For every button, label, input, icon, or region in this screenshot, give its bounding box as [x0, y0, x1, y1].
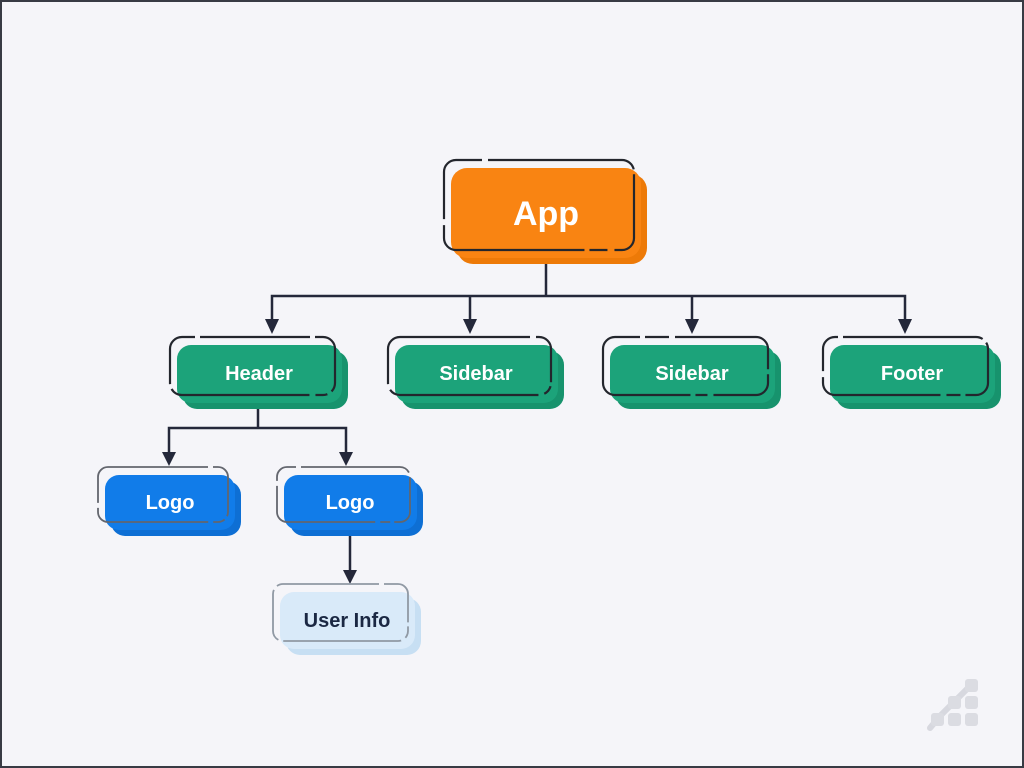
- arrowhead-logo2: [339, 452, 353, 466]
- arrowhead-logo1: [162, 452, 176, 466]
- node-logo-2-fill: [284, 475, 417, 530]
- node-sidebar-1-fill: [395, 345, 558, 403]
- node-logo-1-label: Logo: [146, 492, 195, 514]
- edge-level2-bus: [270, 294, 907, 320]
- node-logo-2-outline: [276, 466, 411, 523]
- node-sidebar-2-label: Sidebar: [655, 363, 729, 385]
- node-user-info-label: User Info: [304, 610, 391, 632]
- node-sidebar-2-outline: [601, 335, 770, 397]
- node-sidebar-1-label: Sidebar: [439, 363, 513, 385]
- node-app: App: [442, 158, 647, 264]
- arrowhead-header: [265, 319, 279, 334]
- node-logo-2-label: Logo: [326, 492, 375, 514]
- edge-level3-bus: [167, 426, 348, 452]
- node-user-info-fill: [280, 592, 415, 649]
- node-app-fill: [451, 168, 641, 258]
- node-sidebar-1-outline: [386, 335, 553, 397]
- node-logo-1: Logo: [97, 466, 241, 536]
- node-sidebar-1: Sidebar: [386, 335, 564, 409]
- node-sidebar-2-fill: [610, 345, 775, 403]
- node-footer: Footer: [821, 335, 1001, 409]
- node-header: Header: [168, 335, 348, 409]
- arrowhead-group: [162, 319, 912, 584]
- node-footer-label: Footer: [881, 363, 943, 385]
- arrowhead-footer: [898, 319, 912, 334]
- arrowhead-userinfo: [343, 570, 357, 584]
- node-logo-1-fill: [105, 475, 235, 530]
- edge-group: [167, 258, 907, 571]
- node-app-label: App: [513, 195, 579, 233]
- node-header-outline: [168, 335, 337, 397]
- node-logo-1-outline: [97, 466, 229, 523]
- node-footer-fill: [830, 345, 995, 403]
- stairs-growth-icon: [927, 679, 978, 731]
- node-user-info: User Info: [272, 583, 421, 655]
- node-header-label: Header: [225, 363, 293, 385]
- arrowhead-sidebar2: [685, 319, 699, 334]
- arrowhead-sidebar1: [463, 319, 477, 334]
- node-footer-outline: [821, 335, 990, 397]
- watermark-squares: [931, 679, 978, 726]
- node-sidebar-2: Sidebar: [601, 335, 781, 409]
- node-logo-2: Logo: [276, 466, 423, 536]
- node-app-outline: [442, 158, 636, 252]
- node-header-fill: [177, 345, 342, 403]
- node-user-info-outline: [272, 583, 409, 642]
